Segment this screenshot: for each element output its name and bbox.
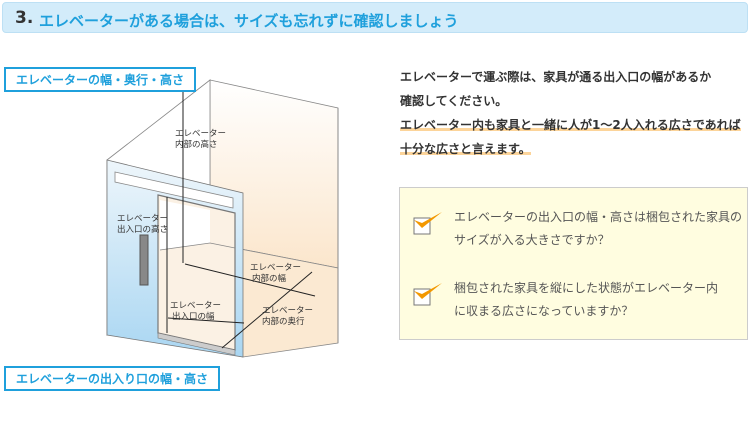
- checklist-text: 梱包された家具を縦にした状態がエレベーター内: [454, 281, 719, 295]
- description-line: 確認してください。: [400, 94, 508, 108]
- checklist-box: エレベーターの出入口の幅・高さは梱包された家具のサイズが入る大きさですか？ 梱包…: [399, 187, 748, 340]
- inner-height-label: エレベーター: [175, 129, 226, 139]
- entrance-width-arrow: [167, 317, 245, 324]
- entrance-height-label: エレベーター: [117, 214, 168, 224]
- checkbox-checked-icon: [413, 212, 442, 235]
- inner-height-label: 内部の高さ: [175, 139, 218, 150]
- interior-view: [160, 200, 210, 250]
- section-title: エレベーターがある場合は、サイズも忘れずに確認しましょう: [39, 12, 459, 30]
- top-bar: [114, 171, 234, 209]
- checklist-text: エレベーターの出入口の幅・高さは梱包された家具の: [454, 210, 743, 224]
- description: エレベーターで運ぶ際は、家具が通る出入口の幅があるか 確認してください。 エレベ…: [400, 65, 741, 161]
- description-line: エレベーターで運ぶ際は、家具が通る出入口の幅があるか: [400, 70, 712, 84]
- entrance-width-label: エレベーター: [170, 301, 221, 311]
- checklist-text: に収まる広さになっていますか？: [454, 304, 634, 318]
- checklist-text: サイズが入る大きさですか？: [454, 233, 610, 247]
- section-header: 3. エレベーターがある場合は、サイズも忘れずに確認しましょう: [2, 2, 748, 33]
- section-number: 3.: [15, 8, 34, 28]
- entrance-size-label: エレベーターの出入り口の幅・高さ: [4, 366, 221, 391]
- inner-width-label: エレベーター: [250, 263, 301, 273]
- entrance-height-label: 出入口の高さ: [117, 224, 168, 235]
- checkbox-checked-icon: [413, 283, 442, 306]
- button-panel: [139, 234, 149, 286]
- inner-depth-label: 内部の奥行: [262, 316, 305, 327]
- inside-size-label: エレベーターの幅・奥行・高さ: [4, 67, 197, 92]
- inner-width-arrow: [184, 263, 316, 297]
- highlight-line: エレベーター内も家具と一緒に人が1～2人入れる広さであれば: [400, 118, 741, 132]
- highlight-line: 十分な広さと言えます。: [400, 142, 531, 156]
- inner-width-label: 内部の幅: [252, 273, 287, 284]
- inner-depth-label: エレベーター: [262, 306, 313, 316]
- entrance-width-label: 出入口の幅: [172, 311, 215, 322]
- inner-depth-arrow: [221, 271, 313, 349]
